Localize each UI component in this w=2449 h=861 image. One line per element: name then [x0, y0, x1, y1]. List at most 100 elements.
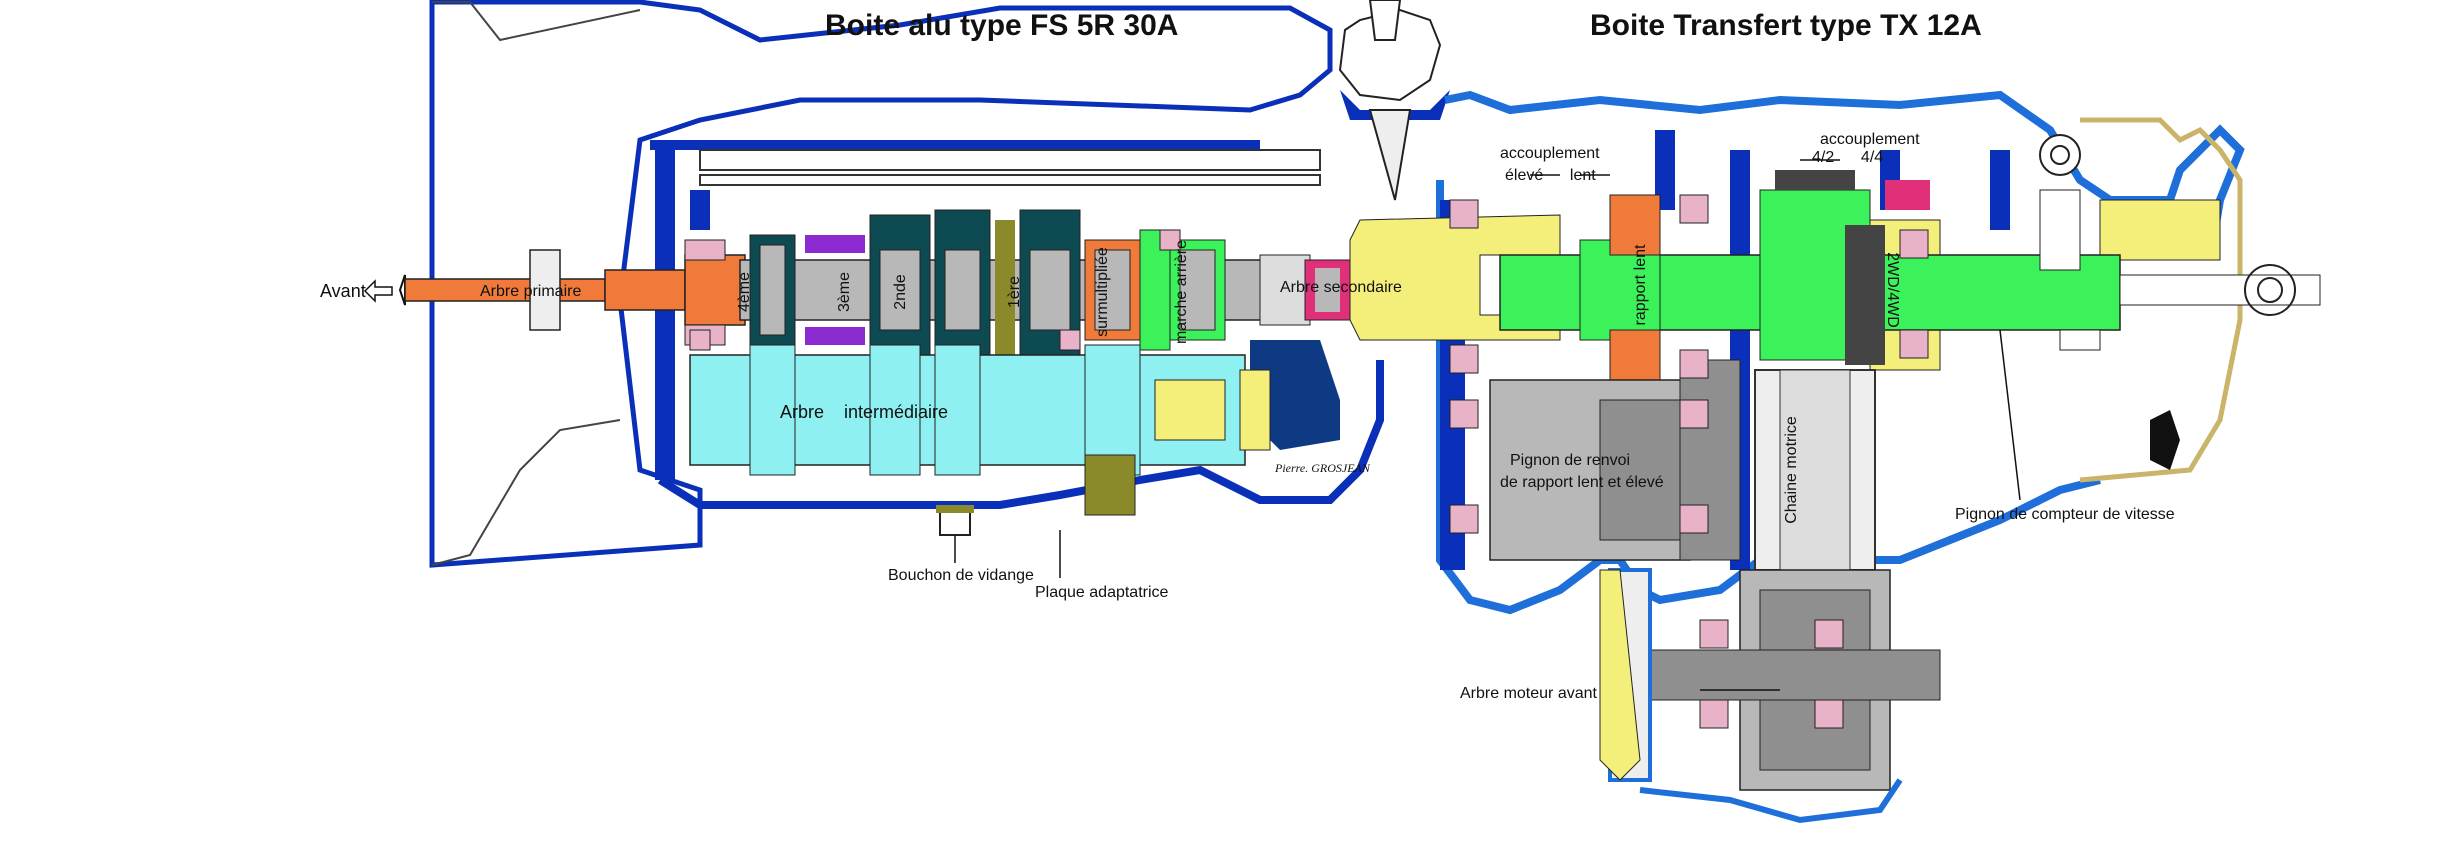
front-output-shaft: [1599, 649, 1941, 701]
leader-lines: [1530, 159, 2021, 691]
label-reverse: marche arrière: [1173, 240, 1190, 344]
bearing-marker: [1899, 229, 1929, 259]
bearing-marker: [1814, 619, 1844, 649]
gear-3-hub: [879, 249, 921, 331]
label-coupling-left-2: élevé lent: [1505, 167, 1596, 184]
adapter-plate-block: [1084, 454, 1136, 516]
label-secondary-shaft: Arbre secondaire: [1280, 279, 1402, 296]
rear-housing-yellow: [2099, 199, 2221, 261]
gear-1-hub: [1029, 249, 1071, 331]
speedo-gear-hub: [2050, 145, 2070, 165]
selector-rod-2: [699, 174, 1321, 186]
front-output-seal: [1599, 569, 1641, 781]
label-idler-2: de rapport lent et élevé: [1500, 474, 1664, 491]
primary-bearing-holder: [529, 249, 561, 331]
rear-yoke: [2244, 264, 2296, 316]
reverse-hub: [1179, 249, 1216, 331]
bearing-marker: [1679, 399, 1709, 429]
bearing-marker: [1059, 329, 1081, 351]
bearing-marker: [1699, 619, 1729, 649]
bearing-marker: [1449, 199, 1479, 229]
drain-plug-head: [936, 505, 974, 513]
transfer-rear-wall: [1990, 150, 2010, 230]
bell-housing-line-lower: [431, 419, 621, 566]
rear-cover-outline: [2079, 117, 2243, 483]
shift-lever: [1368, 0, 1402, 41]
primary-shaft: [398, 239, 746, 346]
label-low-ratio: rapport lent: [1632, 244, 1649, 325]
output-shaft: [1479, 170, 2321, 391]
label-front-output: Arbre moteur avant: [1460, 685, 1598, 702]
countershaft-gear-2: [869, 344, 921, 476]
label-speedo-pinion: Pignon de compteur de vitesse: [1955, 506, 2175, 523]
front-wall: [655, 150, 675, 480]
rear-output-flange: [2119, 274, 2321, 306]
label-countershaft: Arbre intermédiaire: [780, 402, 948, 422]
countershaft-gear-3: [934, 344, 981, 476]
bearing-marker: [1449, 344, 1479, 374]
primary-shaft-splined: [604, 269, 686, 311]
chain-top: [1775, 170, 1855, 190]
bearing-markers-left: [689, 229, 1181, 351]
gear-4-hub: [759, 244, 786, 336]
rear-housing-block: [1250, 340, 1340, 450]
reverse-idler: [1154, 379, 1226, 441]
rear-yoke-inner: [2257, 277, 2283, 303]
label-front: Avant: [320, 281, 366, 301]
shift-tower-base: [1340, 90, 1450, 120]
drain-plug-area: [936, 505, 1061, 578]
main-shaft: [739, 209, 1351, 371]
label-primary-shaft: Arbre primaire: [480, 283, 581, 300]
label-gear-4: 4ème: [736, 272, 753, 312]
countershaft: [689, 344, 1271, 516]
secondary-shaft-section: [1259, 254, 1311, 326]
chain-drive: [1599, 369, 1941, 824]
gear-2-hub: [944, 249, 981, 331]
transfer-housing-top: [1444, 90, 2245, 261]
drive-chain-inner: [1779, 369, 1851, 571]
shift-tower: [1338, 8, 1442, 102]
range-idler: [1489, 359, 1741, 561]
speedo-pinion: [2059, 329, 2101, 351]
synchro-purple-bottom: [805, 327, 865, 345]
primary-bearing: [684, 239, 726, 261]
label-gear-1: 1ère: [1006, 276, 1023, 308]
bearing-marker: [1679, 504, 1709, 534]
bearing-marker: [1449, 399, 1479, 429]
bearing-marker: [1679, 349, 1709, 379]
bearing-marker: [1699, 699, 1729, 729]
label-2wd-4wd: 2WD/4WD: [1884, 252, 1901, 328]
synchro-olive: [995, 220, 1015, 360]
title-main-box: Boite alu type FS 5R 30A: [825, 9, 1178, 42]
overdrive-hub: [1094, 249, 1131, 331]
drain-plug: [939, 509, 971, 536]
transfer-center-wall: [1655, 130, 1675, 210]
countershaft-gear-1: [749, 344, 796, 476]
label-idler-1: Pignon de renvoi: [1510, 452, 1630, 469]
bell-housing-line: [432, 1, 641, 42]
output-shaft-spline: [1479, 254, 1501, 316]
bell-housing-outline: [429, 0, 1333, 568]
mode-fork: [1885, 180, 1930, 210]
label-coupling-left-1: accouplement: [1500, 145, 1600, 162]
bearing-marker: [1679, 194, 1709, 224]
rear-seal-core: [1315, 268, 1340, 312]
label-gear-3: 3ème: [836, 272, 853, 312]
signature: Pierre. GROSJEAN: [1274, 461, 1371, 475]
low-range-gear-top: [1609, 194, 1661, 256]
bearing-marker: [689, 329, 711, 351]
label-drain-plug: Bouchon de vidange: [888, 567, 1034, 584]
label-coupling-right-1: accouplement: [1820, 131, 1920, 148]
bearing-marker: [1814, 699, 1844, 729]
label-adapter-plate: Plaque adaptatrice: [1035, 584, 1169, 601]
speedo-leader: [1999, 329, 2021, 501]
bearing-marker: [1159, 229, 1181, 251]
range-idler-gear: [1599, 399, 1681, 541]
label-overdrive: surmultipliée: [1094, 247, 1111, 337]
main-housing: [429, 0, 1450, 568]
front-wall-lug: [690, 190, 710, 230]
label-gear-2: 2nde: [892, 274, 909, 310]
countershaft-rear-bearing: [1239, 369, 1271, 451]
title-transfer-box: Boite Transfert type TX 12A: [1590, 9, 1982, 42]
